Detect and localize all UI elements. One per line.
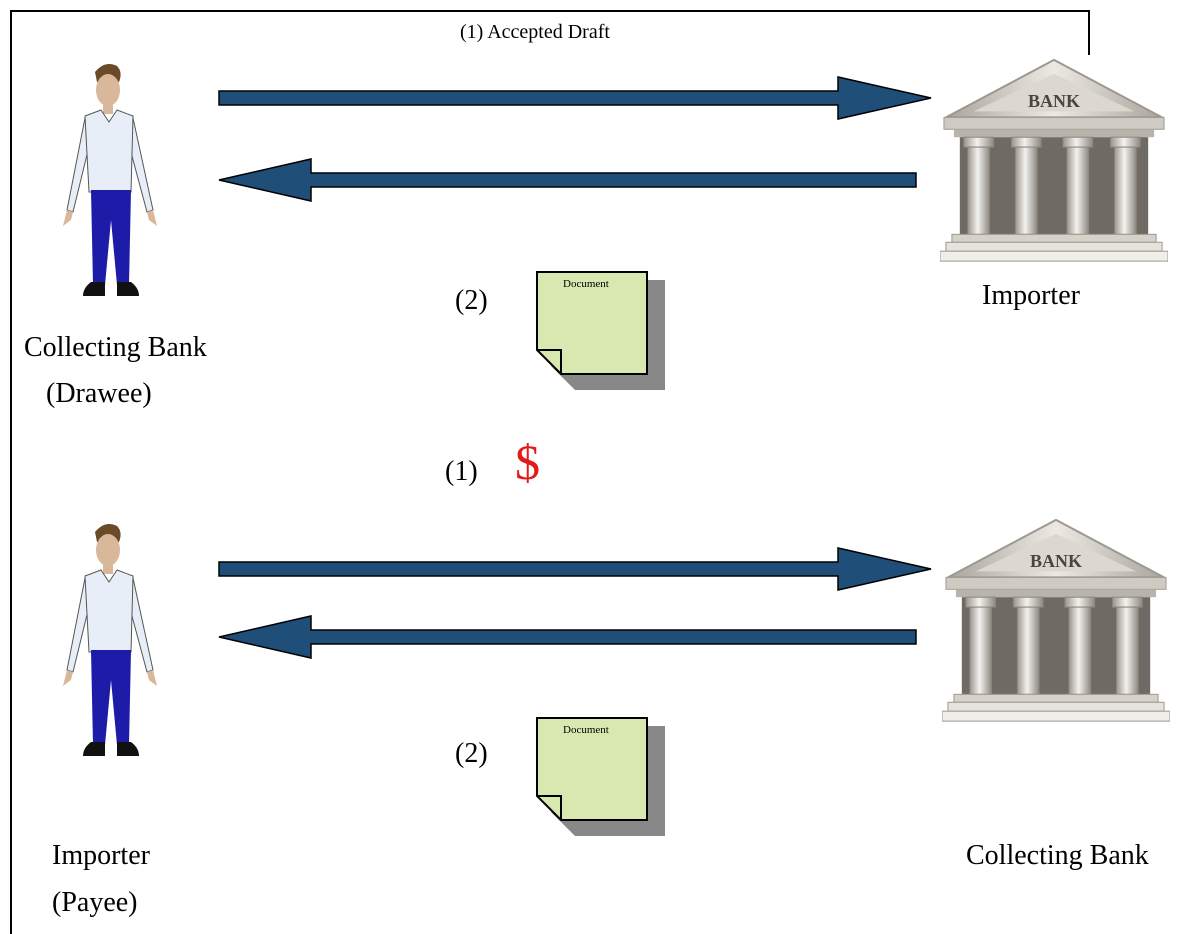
collecting-bank-label-bottom: Collecting Bank [966, 840, 1149, 871]
frame-left-line [10, 10, 12, 934]
step2-label-top: (2) [455, 285, 488, 316]
bank-sign-top: BANK [1028, 91, 1080, 111]
frame-right-tick [1088, 10, 1090, 55]
arrow-right-bottom [218, 547, 932, 591]
document-label-bottom: Document [563, 724, 609, 736]
accepted-draft-label: (1) Accepted Draft [460, 21, 610, 43]
drawee-label: (Drawee) [46, 378, 152, 409]
payee-label: (Payee) [52, 887, 138, 918]
person-icon-bottom [55, 520, 175, 765]
step1-label: (1) [445, 456, 478, 487]
dollar-sign-icon: $ [515, 434, 540, 490]
person-icon-top [55, 60, 175, 305]
importer-label-top: Importer [982, 280, 1080, 311]
document-icon-top: Document [535, 270, 665, 390]
collecting-bank-label: Collecting Bank [24, 332, 207, 363]
step2-label-bottom: (2) [455, 738, 488, 769]
document-icon-bottom: Document [535, 716, 665, 836]
bank-building-icon-top: BANK [940, 55, 1168, 265]
arrow-left-top [218, 158, 917, 202]
arrow-right-top [218, 76, 932, 120]
importer-label-bottom: Importer [52, 840, 150, 871]
arrow-left-bottom [218, 615, 917, 659]
bank-building-icon-bottom: BANK [942, 515, 1170, 725]
document-label-top: Document [563, 278, 609, 290]
bank-sign-bottom: BANK [1030, 551, 1082, 571]
frame-top-line [10, 10, 1090, 12]
